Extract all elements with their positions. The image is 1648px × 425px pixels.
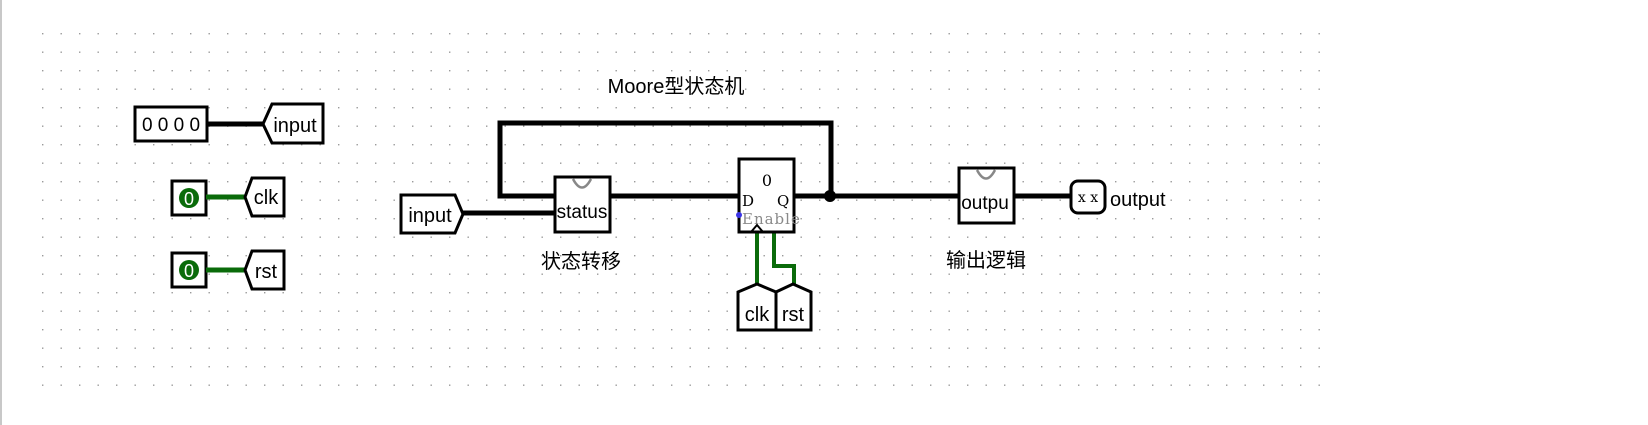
register[interactable]: 0 D Q Enable	[736, 157, 801, 234]
enable-dot	[736, 212, 742, 218]
input-pin-value: 0 0 0 0	[142, 115, 200, 136]
output-subcircuit[interactable]: outpu	[957, 166, 1016, 225]
output-subcircuit-label: outpu	[961, 193, 1009, 214]
output-caption: 输出逻辑	[946, 249, 1026, 272]
output-probe-value: x x	[1078, 190, 1098, 206]
tunnel-clk-circuit[interactable]: clk	[736, 282, 778, 332]
input-pin-4bit[interactable]: 0 0 0 0	[133, 105, 209, 143]
clk-pin[interactable]: 0	[170, 179, 208, 217]
register-d-label: D	[742, 192, 754, 210]
rst-pin[interactable]: 0	[170, 251, 208, 289]
subcircuit-notch-icon	[571, 178, 593, 189]
tunnel-rst-left-label: rst	[255, 261, 278, 283]
wire-junction	[824, 190, 836, 202]
tunnel-input-left[interactable]: input	[261, 102, 325, 145]
status-subcircuit-label: status	[557, 202, 608, 223]
diagram-title: Moore型状态机	[608, 75, 745, 98]
status-subcircuit[interactable]: status	[553, 175, 612, 234]
tunnel-clk-left[interactable]: clk	[243, 176, 286, 218]
tunnel-rst-circuit[interactable]: rst	[774, 282, 813, 332]
tunnel-input-left-label: input	[273, 115, 317, 137]
subcircuit-notch-icon	[975, 169, 997, 180]
output-probe[interactable]: x x	[1069, 179, 1107, 215]
tunnel-rst-circuit-label: rst	[782, 304, 805, 326]
rst-pin-value: 0	[184, 261, 194, 281]
tunnel-clk-left-label: clk	[254, 187, 279, 209]
register-enable-label: Enable	[742, 210, 801, 228]
clk-pin-value: 0	[184, 189, 194, 209]
status-caption: 状态转移	[541, 250, 621, 273]
tunnel-clk-circuit-label: clk	[745, 304, 770, 326]
register-q-label: Q	[777, 192, 789, 210]
output-label: output	[1110, 189, 1166, 211]
tunnel-rst-left[interactable]: rst	[243, 249, 286, 291]
tunnel-input-circuit-label: input	[408, 205, 452, 227]
clock-triangle-icon	[750, 223, 764, 233]
register-value: 0	[762, 171, 772, 190]
wire-rst-to-register	[772, 232, 796, 292]
tunnel-input-circuit[interactable]: input	[399, 193, 465, 235]
